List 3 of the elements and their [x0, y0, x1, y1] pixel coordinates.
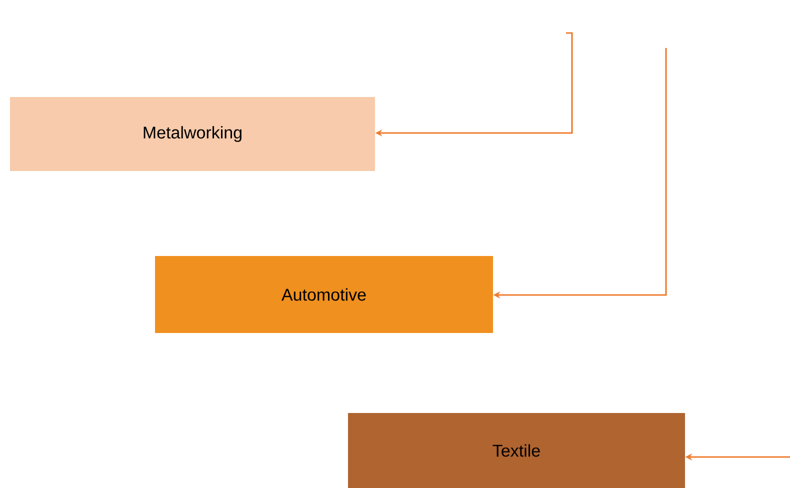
category-box: Textile [348, 413, 685, 488]
category-box: Metalworking [10, 97, 375, 171]
category-box: Automotive [155, 256, 493, 333]
